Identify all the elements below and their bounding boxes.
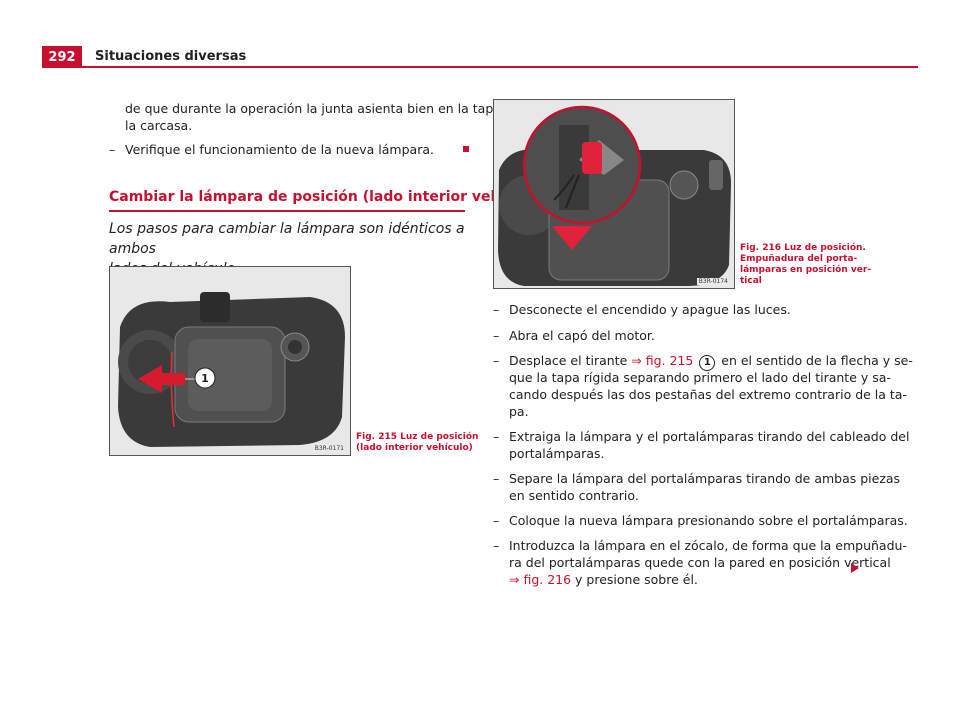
end-of-section-marker — [463, 146, 469, 152]
figure-216-code: B3R-0174 — [696, 278, 730, 285]
continuation-line-2: la carcasa. — [125, 118, 193, 133]
list-dash: – — [493, 429, 500, 444]
list-dash: – — [493, 302, 500, 317]
figure-215-caption: Fig. 215 Luz de posición (lado interior … — [356, 432, 478, 454]
verify-step: Verifique el funcionamiento de la nueva … — [125, 142, 434, 157]
step-5-line-1: Separe la lámpara del portalámparas tira… — [509, 471, 901, 486]
fig-216-link[interactable]: ⇒ fig. 216 — [509, 572, 572, 587]
step-2: Abra el capó del motor. — [509, 328, 655, 343]
step-3-line-1: Desplace el tirante ⇒ fig. 215 1 en el s… — [509, 352, 913, 371]
section-title: Situaciones diversas — [95, 49, 247, 64]
step-7-line-3: ⇒ fig. 216 y presione sobre él. — [509, 571, 698, 588]
figure-216-caption-line-3: lámparas en posición ver- — [740, 265, 872, 275]
step-3-line-2: que la tapa rígida separando primero el … — [509, 370, 891, 385]
list-dash: – — [493, 513, 500, 528]
step-3-line-4: pa. — [509, 404, 529, 419]
figure-215-caption-line-1: Fig. 215 Luz de posición — [356, 432, 479, 442]
fig-215-link[interactable]: ⇒ fig. 215 — [631, 353, 694, 368]
continuation-line-1: de que durante la operación la junta asi… — [125, 101, 521, 116]
header-rule — [42, 66, 918, 68]
step-3-text: Desplace el tirante — [509, 353, 628, 368]
step-5-line-2: en sentido contrario. — [509, 488, 639, 503]
step-7-line-1: Introduzca la lámpara en el zócalo, de f… — [509, 538, 907, 553]
step-7-line-2: ra del portalámparas quede con la pared … — [509, 555, 891, 570]
page-number: 292 — [42, 46, 82, 68]
step-6: Coloque la nueva lámpara presionando sob… — [509, 513, 908, 528]
lampholder-grip-illustration — [494, 100, 734, 288]
step-3-line-3: cando después las dos pestañas del extre… — [509, 387, 907, 402]
figure-216-caption-line-4: tical — [740, 276, 762, 286]
figure-216-caption-line-1: Fig. 216 Luz de posición. — [740, 243, 866, 253]
subsection-rule — [109, 210, 465, 212]
step-3-text-cont: en el sentido de la flecha y se- — [721, 353, 913, 368]
list-dash: – — [493, 353, 500, 368]
step-4-line-2: portalámparas. — [509, 446, 605, 461]
figure-215-code: B3R-0171 — [312, 445, 346, 452]
figure-216-caption-line-2: Empuñadura del porta- — [740, 254, 858, 264]
headlight-rear-illustration: 1 — [110, 267, 350, 455]
figure-216-image: B3R-0174 — [493, 99, 735, 289]
figure-215-caption-line-2: (lado interior vehículo) — [356, 443, 473, 453]
figure-215-callout: 1 — [201, 372, 209, 385]
intro-line-1: Los pasos para cambiar la lámpara son id… — [109, 221, 465, 257]
list-dash: – — [109, 142, 116, 157]
list-dash: – — [493, 328, 500, 343]
figure-215-image: 1 B3R-0171 — [109, 266, 351, 456]
step-7-text-end: y presione sobre él. — [575, 572, 698, 587]
callout-number: 1 — [699, 355, 716, 371]
step-4-line-1: Extraiga la lámpara y el portalámparas t… — [509, 429, 910, 444]
step-1: Desconecte el encendido y apague las luc… — [509, 302, 791, 317]
subsection-heading: Cambiar la lámpara de posición (lado int… — [109, 189, 545, 205]
continue-arrow-icon — [851, 563, 859, 573]
figure-216-caption: Fig. 216 Luz de posición. Empuñadura del… — [740, 243, 871, 287]
list-dash: – — [493, 538, 500, 553]
list-dash: – — [493, 471, 500, 486]
